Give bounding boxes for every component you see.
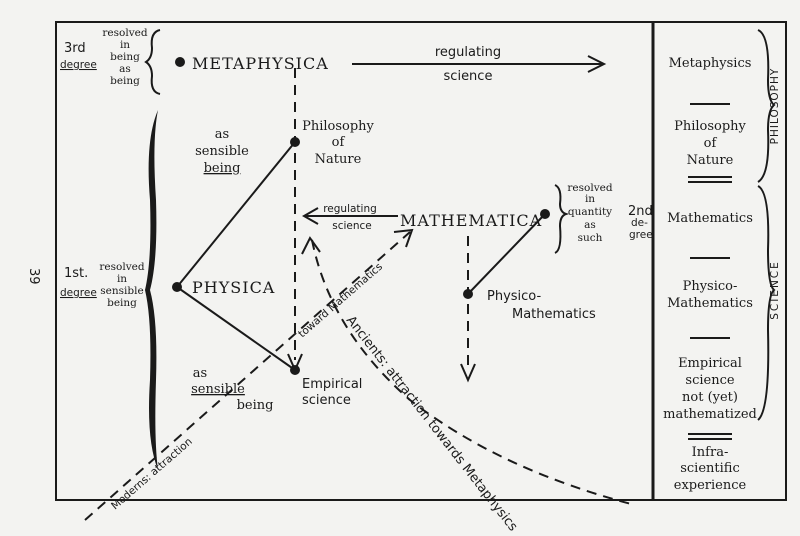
rc-philosophy-of-nature: Nature [687, 153, 734, 168]
rc-infra-scientific: Infra- [692, 445, 729, 460]
label-regulating: regulating [435, 45, 501, 60]
desc-line: resolved [99, 261, 144, 273]
desc-line: being [110, 51, 140, 63]
node-empirical-science: science [302, 393, 351, 408]
node-empirical-dot [290, 365, 300, 375]
rc-metaphysics: Metaphysics [669, 56, 752, 71]
rc-infra-scientific: scientific [680, 461, 740, 476]
label-toward-mathematics: toward Mathematics [296, 261, 385, 341]
arrowhead [393, 228, 414, 248]
rc-empirical-science: not (yet) [682, 390, 738, 405]
rc-philosophy-of-nature: of [704, 136, 718, 151]
arrowhead [587, 55, 607, 73]
ancients-attraction-curve [311, 239, 636, 506]
node-mathematica: MATHEMATICA [400, 211, 542, 230]
label-ancients: Ancients: attraction towards Metaphysics [343, 313, 520, 534]
rc-empirical-science: mathematized [663, 407, 757, 422]
node-empirical-science: Empirical [302, 377, 362, 392]
second-degree-num: 2nd [628, 204, 653, 219]
brace-first [145, 110, 158, 470]
node-physica: PHYSICA [192, 278, 275, 297]
arrowhead [460, 363, 476, 383]
brace-third [144, 29, 161, 95]
brace-second [554, 184, 570, 254]
desc-line: being [110, 75, 140, 87]
rc-infra-scientific: experience [674, 478, 747, 493]
third-degree-word: degree [60, 59, 97, 71]
desc-line: in [585, 193, 595, 205]
text-line: of [332, 135, 346, 150]
node-physico-mathematics: Mathematics [512, 307, 596, 322]
node-physico-mathematics: Physico- [487, 289, 541, 304]
label-science: science [444, 69, 493, 84]
second-degree-word: de- [631, 217, 648, 229]
desc-line: as [584, 219, 596, 231]
page-number: 39 [26, 268, 41, 285]
second-degree-word: gree [629, 229, 653, 241]
desc-line: such [578, 232, 603, 244]
node-metaphysica-dot [175, 57, 185, 67]
rc-empirical-science: science [685, 373, 734, 388]
node-philosophy-of-nature: Philosophy of Nature [302, 119, 374, 167]
label-regulating: regulating [323, 203, 377, 215]
right-column: Metaphysics Philosophy of Nature Mathema… [663, 56, 757, 493]
rc-philosophy-of-nature: Philosophy [674, 119, 746, 134]
desc-line: resolved [102, 27, 147, 39]
arrowhead [301, 207, 319, 225]
brace-science [757, 185, 776, 421]
third-degree-description: resolved in being as being [102, 27, 147, 87]
text-line: sensible [195, 144, 249, 159]
moderns-attraction-line [84, 231, 411, 521]
text-line: Philosophy [302, 119, 374, 134]
desc-line: as [119, 63, 131, 75]
frame [55, 21, 787, 501]
desc-line: being [107, 297, 137, 309]
text-line: sensible [191, 382, 245, 397]
line-physica-empirical [176, 286, 296, 371]
rc-empirical-science: Empirical [678, 356, 742, 371]
text-line: as [215, 127, 229, 142]
rc-mathematics: Mathematics [667, 211, 753, 226]
desc-line: in [120, 39, 130, 51]
text-line: being [204, 161, 241, 176]
text-line: as [193, 366, 207, 381]
desc-line: sensible [100, 285, 143, 297]
third-degree-num: 3rd [64, 41, 86, 56]
first-degree-word: degree [60, 287, 97, 299]
first-degree-description: resolved in sensible being [99, 261, 144, 309]
label-science-column: SCIENCE [769, 260, 781, 320]
label-as-sensible-being-top: as sensible being [195, 127, 249, 176]
rc-physico-mathematics: Physico- [683, 279, 738, 294]
text-line: Nature [315, 152, 362, 167]
text-line: being [237, 398, 274, 413]
label-philosophy: PHILOSOPHY [769, 68, 781, 145]
second-degree-description: resolved in quantity as such [567, 182, 612, 244]
desc-line: in [117, 273, 127, 285]
first-degree-num: 1st. [64, 266, 88, 281]
line-physica-philosophy [176, 141, 296, 288]
node-metaphysica: METAPHYSICA [192, 54, 329, 73]
label-science: science [332, 220, 372, 232]
desc-line: resolved [567, 182, 612, 194]
desc-line: quantity [568, 206, 612, 218]
label-as-sensible-being-bottom: as sensible being [191, 366, 273, 413]
rc-physico-mathematics: Mathematics [667, 296, 753, 311]
line-physico-mathematica [467, 213, 546, 295]
brace-philosophy [757, 29, 776, 183]
arrowhead [301, 236, 321, 255]
